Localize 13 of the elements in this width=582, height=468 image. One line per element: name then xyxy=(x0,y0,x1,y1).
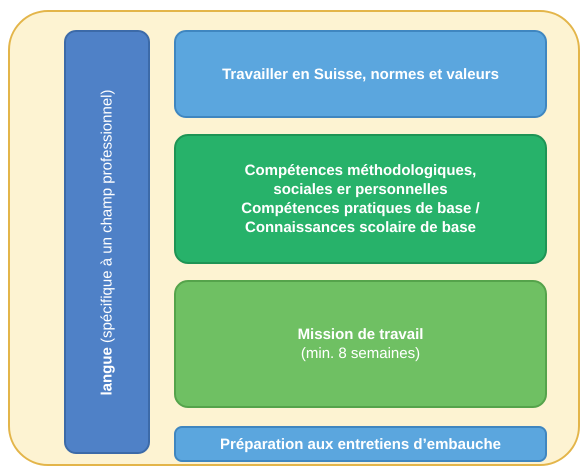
vertical-label: langue (spécifique à un champ professionnel) xyxy=(98,89,116,395)
topic-box xyxy=(174,280,547,408)
duration-text: (min. 8 semaines) xyxy=(300,344,420,363)
box-title: Mission de travail xyxy=(298,325,424,344)
vertical-bar xyxy=(64,30,150,454)
topic-box xyxy=(174,426,547,462)
box-title: Compétences méthodologiques, sociales er personnelles xyxy=(244,161,478,199)
box-title: Travailler en Suisse, normes et valeurs xyxy=(222,64,499,84)
box-title: Compétences pratiques de base / Connaissances scolaire de base xyxy=(240,199,481,237)
box-title: Préparation aux entretiens d’embauche xyxy=(220,434,501,454)
outer-panel xyxy=(8,10,580,466)
topic-box xyxy=(174,134,547,264)
topic-box xyxy=(174,30,547,118)
